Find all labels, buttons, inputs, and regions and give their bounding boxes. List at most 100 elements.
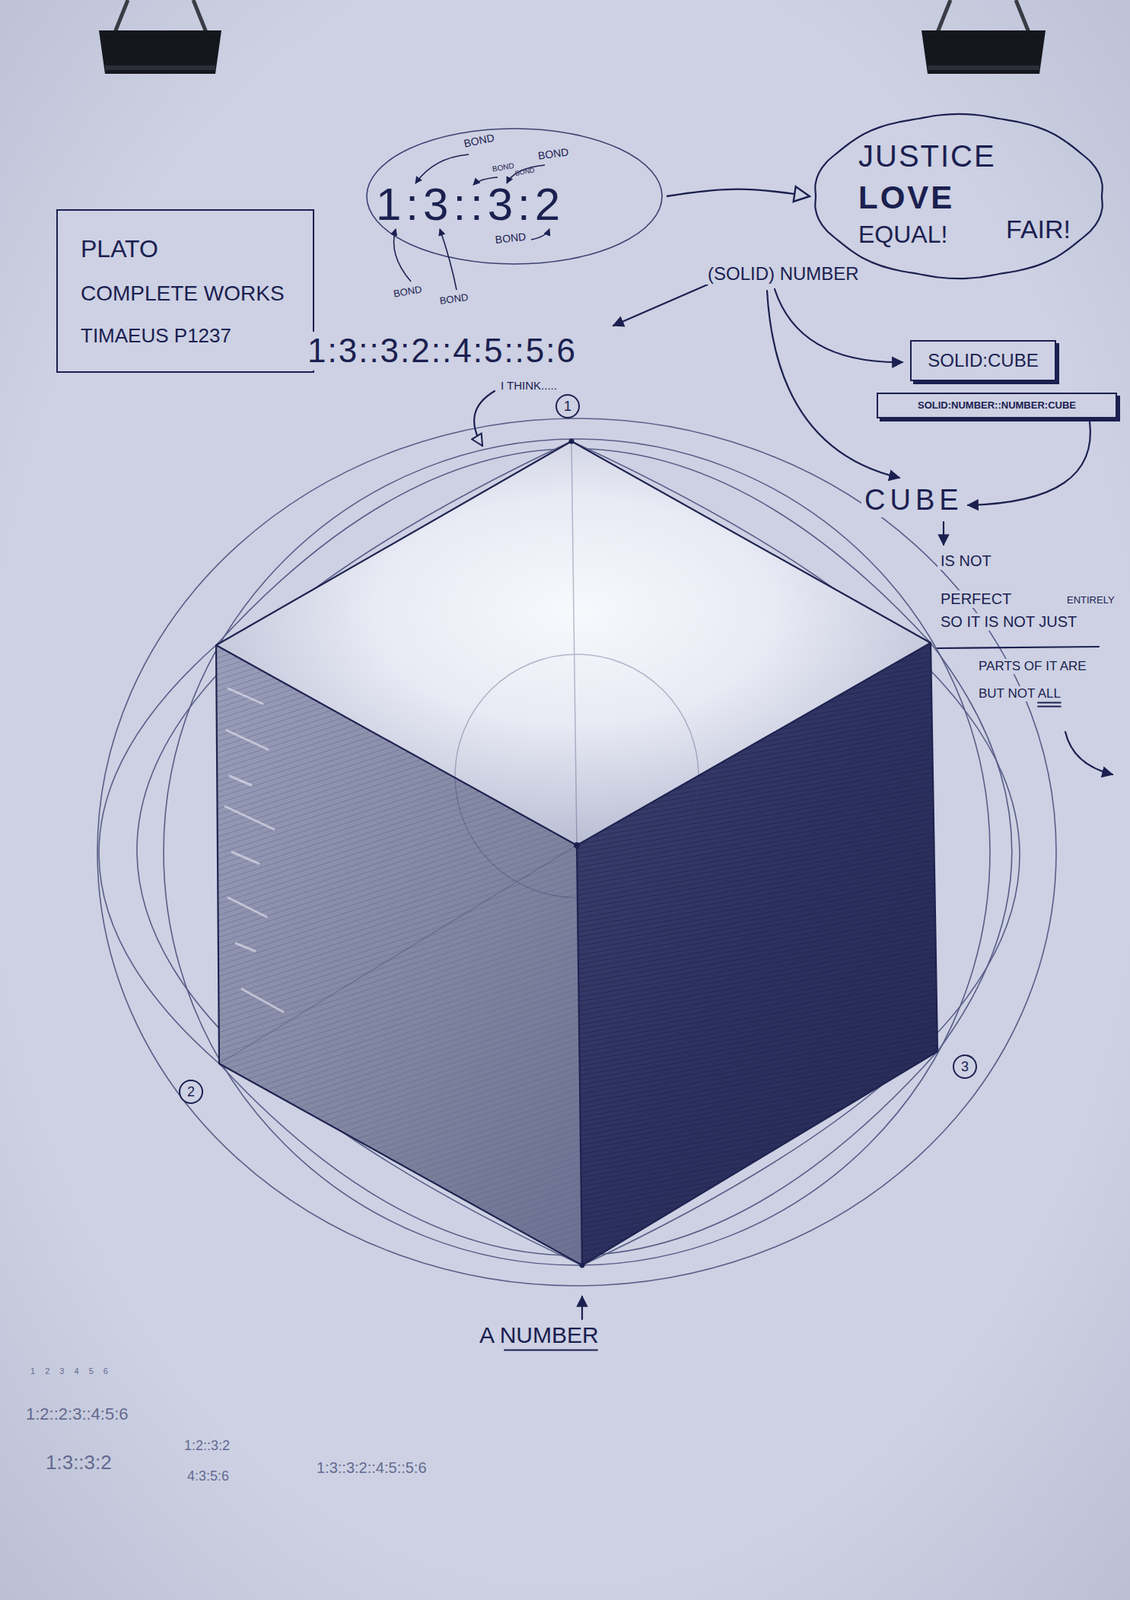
- cube-right-face: [576, 642, 938, 1266]
- concept-box: SOLID:NUMBER::NUMBER:CUBE: [876, 392, 1118, 419]
- construction-line: [571, 441, 577, 846]
- leader-arrow: [942, 522, 945, 545]
- leader-arrow: [767, 290, 900, 478]
- concept-box: SOLID:CUBE: [910, 340, 1057, 382]
- cube-left-face: [216, 645, 583, 1266]
- callout-circle: 1: [555, 394, 580, 419]
- callout-circle: 2: [178, 1079, 204, 1105]
- construction-line: [219, 845, 577, 1064]
- concept-text: SOLID:CUBE: [927, 350, 1038, 373]
- leader-arrow: [774, 289, 903, 363]
- underline: [503, 1349, 599, 1352]
- bond-arrow: [415, 154, 469, 184]
- bond-arrow: [439, 229, 457, 290]
- cloud-border: [814, 114, 1102, 279]
- faint-note: 1:2::2:3::4:5:6: [22, 1404, 132, 1424]
- clip-wire: [193, 0, 207, 35]
- clip-body: [98, 30, 222, 74]
- bond-label: BOND: [462, 131, 496, 150]
- clip-edge: [927, 65, 1040, 71]
- idea-word: LOVE: [858, 179, 955, 217]
- highlight-streak: [241, 989, 284, 1013]
- clip-wire: [936, 0, 951, 35]
- bond-label: BOND: [392, 283, 424, 300]
- highlight-streak: [235, 943, 255, 952]
- cube-edge: [216, 642, 931, 1266]
- note-text: A NUMBER: [476, 1322, 602, 1350]
- callout-number: 1: [563, 399, 572, 414]
- note-text: (SOLID) NUMBER: [704, 263, 863, 285]
- callout-circle: 3: [952, 1054, 978, 1080]
- clip-wire: [1015, 0, 1030, 35]
- note-text: I THINK.....: [497, 378, 561, 392]
- leader-arrow: [581, 1296, 583, 1320]
- source-box: PLATO COMPLETE WORKS TIMAEUS P1237: [56, 209, 315, 373]
- vertex-dot: [579, 1263, 586, 1269]
- note-text: PERFECT: [937, 590, 1015, 608]
- ratio-sequence: 1:3::3:2::4:5::5:6: [304, 331, 580, 371]
- highlight-streak: [229, 776, 252, 786]
- underline: [1037, 706, 1061, 708]
- vertex-dot: [573, 842, 580, 849]
- ratio-oval: 1:3::3:2BONDBONDBONDBONDBONDBONDBOND: [365, 127, 664, 266]
- concept-word: CUBE: [861, 483, 967, 518]
- source-text: TIMAEUS P1237: [80, 324, 232, 348]
- ratio-text: 1:3::3:2: [375, 181, 565, 228]
- cube-shading: [576, 642, 938, 1266]
- idea-word: JUSTICE: [858, 138, 997, 174]
- leader-arrow: [1065, 732, 1113, 775]
- highlight-streak: [228, 688, 263, 704]
- bond-label: BOND: [537, 145, 570, 163]
- idea-word: FAIR!: [1005, 214, 1071, 245]
- leader-arrow: [474, 391, 495, 446]
- highlight-streak: [228, 897, 267, 917]
- faint-note: 1:2::3:2: [181, 1438, 233, 1455]
- note-text: IS NOT: [937, 552, 995, 570]
- bond-label: BOND: [514, 165, 535, 178]
- cube-drawing: [216, 439, 938, 1269]
- construction-arc: [98, 645, 220, 1064]
- construction-arc: [930, 642, 1013, 1052]
- leader-arrow: [967, 421, 1091, 506]
- note-text: BUT NOT ALL: [975, 686, 1064, 702]
- construction-ellipse: [97, 418, 1057, 1286]
- callout-number: 2: [187, 1085, 195, 1099]
- leader-arrow: [613, 284, 708, 326]
- clip-body: [921, 30, 1046, 74]
- divider-line: [937, 646, 1099, 649]
- idea-word: EQUAL!: [858, 220, 948, 249]
- bond-label: BOND: [439, 292, 469, 308]
- highlight-streak: [232, 852, 259, 864]
- bond-label: BOND: [494, 230, 527, 246]
- highlight-streak: [225, 806, 274, 830]
- underline: [1037, 702, 1061, 704]
- connector-arrow: [666, 189, 810, 197]
- binder-clip: [921, 0, 1046, 74]
- clip-edge: [105, 65, 216, 71]
- source-text: COMPLETE WORKS: [80, 280, 285, 307]
- concept-text: SOLID:NUMBER::NUMBER:CUBE: [917, 399, 1076, 412]
- construction-circle: [163, 439, 990, 1266]
- oval-border: [366, 128, 663, 265]
- idea-cloud: JUSTICE LOVE EQUAL! FAIR!: [812, 112, 1105, 281]
- source-text: PLATO: [80, 234, 159, 264]
- binder-clip: [98, 0, 222, 74]
- note-text: PARTS OF IT ARE: [975, 658, 1090, 675]
- cube-shading: [216, 645, 583, 1266]
- note-text: SO IT IS NOT JUST: [937, 613, 1080, 631]
- cube-edge: [216, 441, 938, 1266]
- vertex-dot: [569, 439, 575, 445]
- clip-wire: [114, 0, 128, 35]
- faint-note: 1 2 3 4 5 6: [27, 1366, 112, 1377]
- faint-note: 1:3::3:2::4:5::5:6: [313, 1459, 430, 1477]
- note-text: ENTIRELY: [1063, 595, 1118, 607]
- bond-label: BOND: [491, 161, 515, 174]
- faint-note: 4:3:5:6: [184, 1468, 233, 1485]
- faint-note: 1:3::3:2: [42, 1451, 115, 1475]
- bond-arrow: [394, 229, 412, 282]
- callout-number: 3: [961, 1059, 969, 1074]
- highlight-streak: [226, 730, 268, 750]
- bond-arrow: [531, 229, 550, 240]
